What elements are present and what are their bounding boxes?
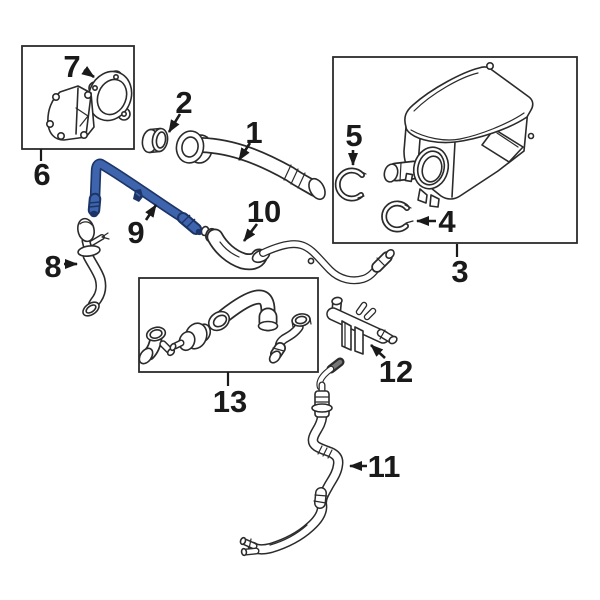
callout-arrow-2 [167,113,182,133]
group-box-3 [332,56,578,244]
part-2-coupler [141,127,169,154]
callout-label-11: 11 [368,449,401,484]
callout-label-7: 7 [63,49,80,84]
part-4-clamp [381,200,414,233]
part-6-pump [45,85,95,141]
group-box-13 [138,277,319,373]
part-13-hose-kit [138,289,312,365]
callout-label-4: 4 [438,204,456,239]
part-12-valve [326,296,398,355]
part-5-clamp [334,167,367,202]
callout-arrow-1 [237,142,252,161]
part-1-hose [175,130,326,201]
part-8-hose [77,217,110,317]
callout-label-9: 9 [127,215,144,250]
callout-label-12: 12 [379,354,413,389]
callout-label-10: 10 [247,194,281,229]
callout-label-8: 8 [44,249,61,284]
callout-arrow-12 [370,344,386,359]
callout-arrow-7 [81,66,95,79]
part-10-hose [200,225,395,285]
callout-label-3: 3 [451,254,468,289]
callout-label-5: 5 [345,118,362,153]
group-box-6 [21,45,135,150]
callout-label-2: 2 [175,85,192,120]
callout-label-1: 1 [245,115,262,150]
part-7-gasket [87,70,133,122]
callout-arrow-9 [144,204,158,221]
part-11-hose [239,357,345,557]
part-3-air-cleaner [383,61,535,208]
callout-label-13: 13 [213,384,247,419]
part-9-hose-highlighted [87,158,203,236]
callout-label-6: 6 [33,157,50,192]
callout-arrow-10 [242,223,259,242]
